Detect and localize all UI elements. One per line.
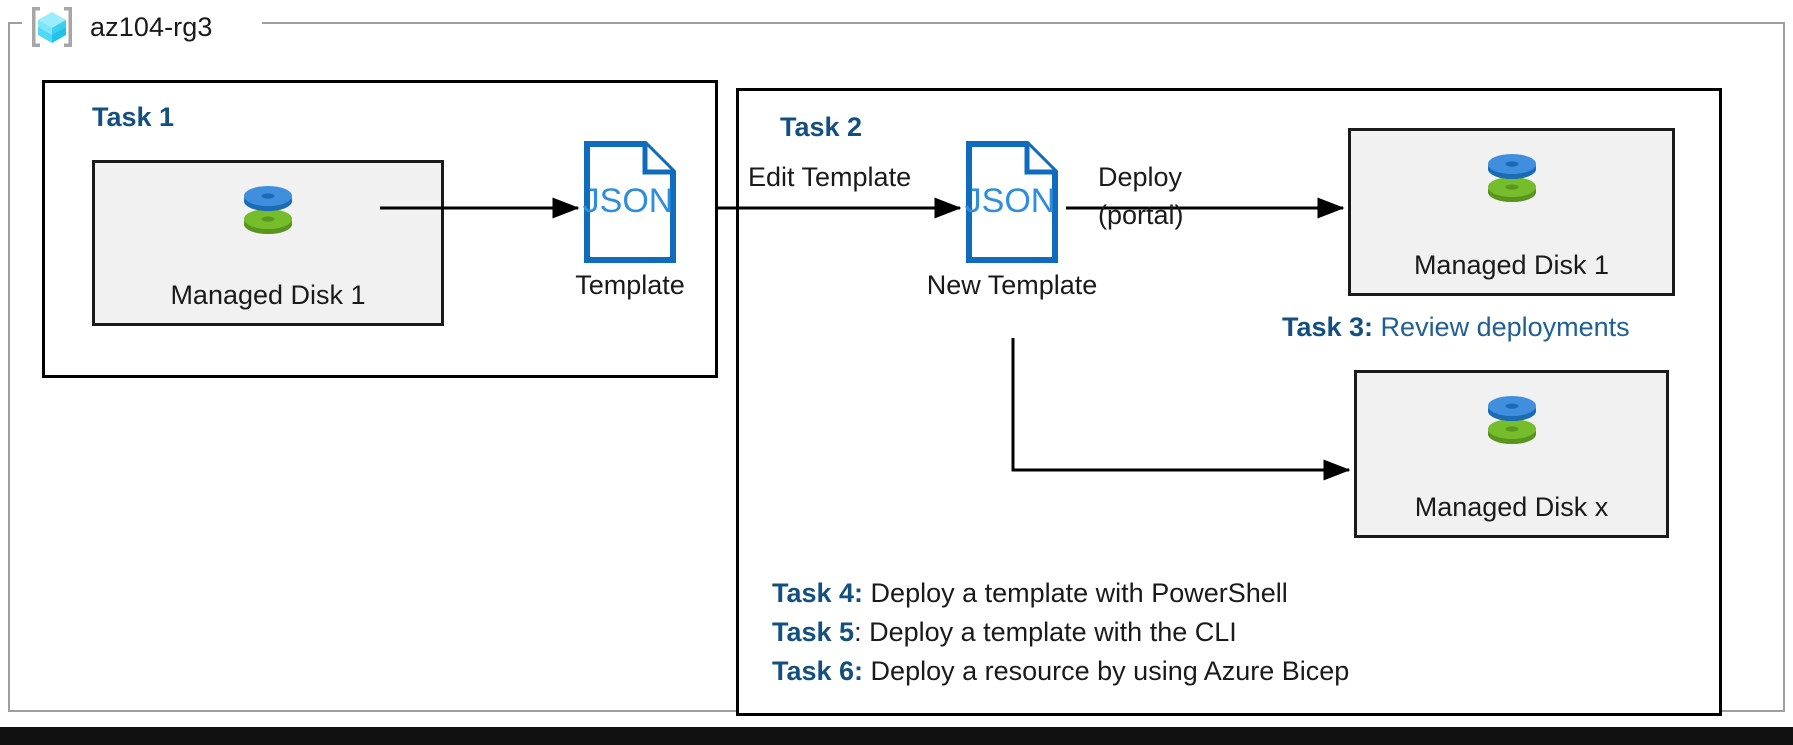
- managed-disk-1-label: Managed Disk 1: [170, 280, 366, 310]
- task6-desc: Deploy a resource by using Azure Bicep: [863, 656, 1350, 686]
- task6-key: Task 6:: [772, 656, 864, 686]
- azure-resource-group-icon: [28, 3, 76, 51]
- task5-key: Task 5: [772, 617, 855, 647]
- task4-key: Task 4:: [772, 578, 864, 608]
- new-template-json-group: JSON New Template: [927, 140, 1097, 300]
- managed-disk-1-deployed-label: Managed Disk 1: [1413, 250, 1610, 280]
- json-file-icon: JSON: [583, 141, 676, 263]
- managed-disk-icon: [1351, 145, 1672, 209]
- task4-note: Task 4: Deploy a template with PowerShel…: [772, 578, 1288, 609]
- azure-resource-group-icon-svg: [32, 7, 72, 47]
- bottom-bar: [0, 727, 1793, 745]
- task5-desc: : Deploy a template with the CLI: [854, 617, 1237, 647]
- managed-disk-1-deployed-box: Managed Disk 1: [1348, 128, 1675, 296]
- deploy-label: Deploy: [1098, 162, 1183, 192]
- task4-desc: Deploy a template with PowerShell: [863, 578, 1288, 608]
- resource-group-name: az104-rg3: [90, 11, 213, 42]
- template-json-group: JSON Template: [575, 140, 685, 300]
- managed-disk-x-box: Managed Disk x: [1354, 370, 1669, 538]
- managed-disk-x-label: Managed Disk x: [1414, 492, 1609, 522]
- json-icon-text: JSON: [583, 182, 673, 220]
- managed-disk-icon-svg: [1487, 396, 1536, 444]
- managed-disk-icon-svg: [1487, 154, 1536, 202]
- managed-disk-1-box: Managed Disk 1: [92, 160, 444, 326]
- task5-note: Task 5: Deploy a template with the CLI: [772, 617, 1237, 648]
- task3-key: Task 3:: [1282, 312, 1374, 342]
- task3-desc: Review deployments: [1373, 312, 1630, 342]
- template-caption: Template: [575, 270, 685, 300]
- task3-note: Task 3: Review deployments: [1282, 312, 1630, 343]
- json-icon-text: JSON: [965, 182, 1055, 220]
- task2-heading: Task 2: [780, 112, 863, 142]
- new-template-caption: New Template: [926, 270, 1098, 300]
- managed-disk-icon: [95, 177, 441, 241]
- edit-template-label: Edit Template: [748, 162, 912, 192]
- task1-heading: Task 1: [92, 102, 175, 132]
- managed-disk-icon: [1357, 387, 1666, 451]
- json-file-icon: JSON: [965, 141, 1058, 263]
- resource-group-title: az104-rg3: [28, 2, 212, 52]
- deploy-portal-label: (portal): [1098, 200, 1184, 230]
- managed-disk-icon-svg: [244, 186, 292, 234]
- task6-note: Task 6: Deploy a resource by using Azure…: [772, 656, 1349, 687]
